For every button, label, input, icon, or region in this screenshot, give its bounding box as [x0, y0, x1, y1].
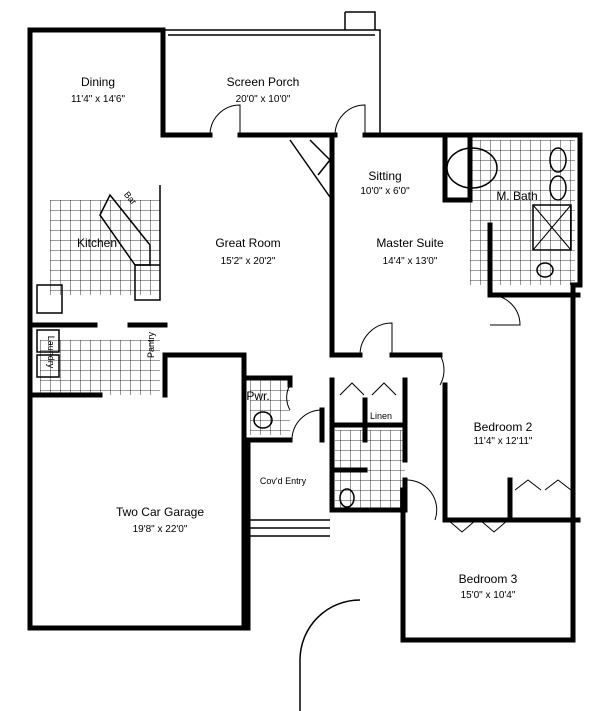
- great-room-size: 15'2" x 20'2": [221, 256, 276, 267]
- great-room-label: Great Room: [215, 236, 280, 250]
- sitting-size: 10'0" x 6'0": [360, 186, 410, 197]
- exterior-walls: [27, 11, 583, 643]
- bedroom-2-label: Bedroom 2: [474, 420, 533, 434]
- door-swings: [209, 104, 572, 711]
- pantry-label: Pantry: [146, 331, 156, 358]
- bedroom-2-size: 11'4" x 12'11": [474, 436, 533, 447]
- master-bath-label: M. Bath: [496, 189, 537, 203]
- bedroom-3-size: 15'0" x 10'4": [461, 590, 516, 601]
- powder-label: Pwr.: [246, 389, 269, 403]
- master-suite-label: Master Suite: [376, 236, 444, 250]
- dining-size: 11'4" x 14'6": [71, 94, 126, 105]
- screen-porch-size: 20'0" x 10'0": [236, 94, 291, 105]
- interior-walls: [27, 132, 581, 631]
- garage-size: 19'8" x 22'0": [133, 524, 188, 535]
- covered-entry-label: Cov'd Entry: [260, 476, 307, 486]
- dining-label: Dining: [81, 75, 115, 89]
- bedroom-3-label: Bedroom 3: [459, 572, 518, 586]
- master-suite-size: 14'4" x 13'0": [383, 256, 438, 267]
- fixtures: [36, 147, 572, 508]
- laundry-label: Laundry: [46, 336, 56, 369]
- kitchen-label: Kitchen: [77, 236, 117, 250]
- room-labels: Dining 11'4" x 14'6" Screen Porch 20'0" …: [46, 75, 538, 601]
- linen-label: Linen: [370, 411, 392, 421]
- sitting-label: Sitting: [368, 169, 401, 183]
- screen-porch-label: Screen Porch: [227, 75, 300, 89]
- garage-label: Two Car Garage: [116, 505, 204, 519]
